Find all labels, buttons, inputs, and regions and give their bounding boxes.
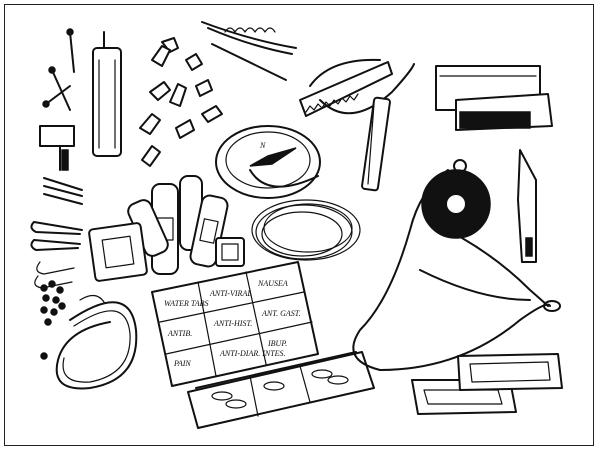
pill-box bbox=[151, 261, 375, 429]
label-pain: PAIN bbox=[173, 359, 191, 368]
label-water-tabs: WATER TABS bbox=[164, 299, 209, 308]
svg-text:N: N bbox=[259, 141, 266, 150]
fishing-line-coil bbox=[251, 199, 361, 261]
lead-shot bbox=[40, 280, 66, 360]
label-antib: ANTIB. bbox=[167, 329, 192, 338]
pencil-sharpener bbox=[39, 125, 83, 205]
matches bbox=[42, 28, 75, 111]
label-anti-viral: ANTI-VIRAL bbox=[209, 289, 252, 298]
saw-handles bbox=[411, 353, 563, 415]
wire-saw-bundle bbox=[201, 21, 297, 81]
label-anti-hist: ANTI-HIST. bbox=[213, 319, 252, 328]
flint-striker bbox=[299, 58, 415, 192]
plasters bbox=[127, 175, 229, 275]
wire-saw bbox=[352, 159, 561, 371]
gauze-pads bbox=[88, 222, 245, 282]
safety-pins-hooks bbox=[30, 221, 83, 289]
snare-wire-loop bbox=[55, 294, 138, 390]
label-ant-gast: ANT. GAST. bbox=[261, 309, 301, 318]
survival-tin bbox=[435, 65, 553, 131]
label-ibup: IBUP. bbox=[267, 339, 287, 348]
scalpel-blade bbox=[517, 149, 537, 263]
candle bbox=[92, 31, 122, 157]
label-anti-diar: ANTI-DIAR. INTES. bbox=[219, 349, 286, 358]
compass: N bbox=[215, 125, 321, 199]
fish-lures bbox=[139, 37, 223, 167]
label-nausea: NAUSEA bbox=[257, 279, 288, 288]
pill-box-labels: WATER TABS ANTI-VIRAL NAUSEA ANTIB. ANTI… bbox=[164, 279, 301, 368]
